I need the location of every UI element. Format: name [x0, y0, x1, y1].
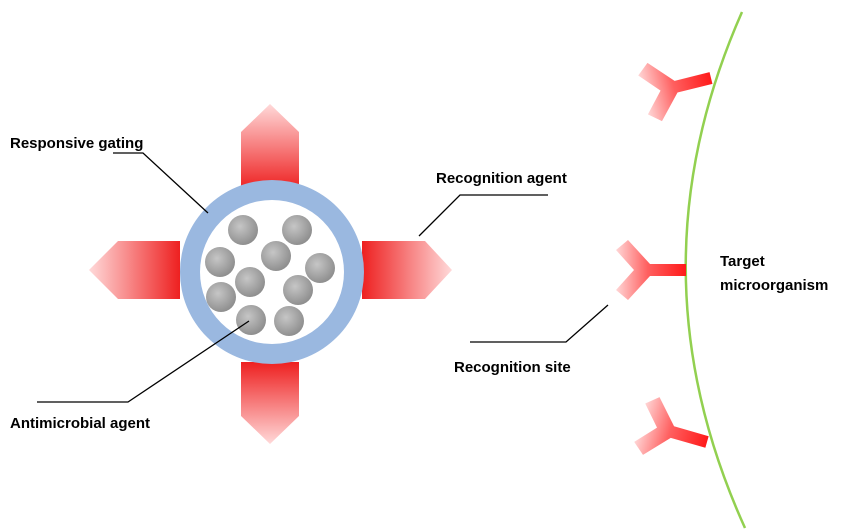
arrow-right [362, 241, 452, 299]
leader-recognition-agent [418, 194, 548, 237]
receptor-middle [616, 240, 686, 300]
particle [261, 241, 291, 271]
receptor-top [638, 62, 713, 122]
label-target-line1: Target [720, 253, 765, 270]
particle [205, 247, 235, 277]
particle [235, 267, 265, 297]
particle [282, 215, 312, 245]
receptor-bottom [634, 397, 709, 455]
particle [274, 306, 304, 336]
leader-recognition-site [470, 304, 609, 343]
label-target-line2: microorganism [720, 277, 828, 294]
arrow-left [89, 241, 180, 299]
receptor-icon [638, 62, 713, 122]
receptor-icon [634, 397, 709, 455]
receptor-icon [616, 240, 686, 300]
leader-antimicrobial-agent [37, 320, 250, 403]
label-antimicrobial-agent: Antimicrobial agent [10, 415, 150, 432]
particle [305, 253, 335, 283]
arrow-up [241, 104, 299, 190]
particle [228, 215, 258, 245]
particle [206, 282, 236, 312]
label-recognition-site: Recognition site [454, 359, 571, 376]
target-membrane [684, 11, 747, 529]
antimicrobial-particles [205, 215, 335, 336]
label-recognition-agent: Recognition agent [436, 170, 567, 187]
arrow-down [241, 362, 299, 444]
label-responsive-gating: Responsive gating [10, 135, 143, 152]
particle [283, 275, 313, 305]
particle [236, 305, 266, 335]
leader-responsive-gating [113, 152, 209, 214]
